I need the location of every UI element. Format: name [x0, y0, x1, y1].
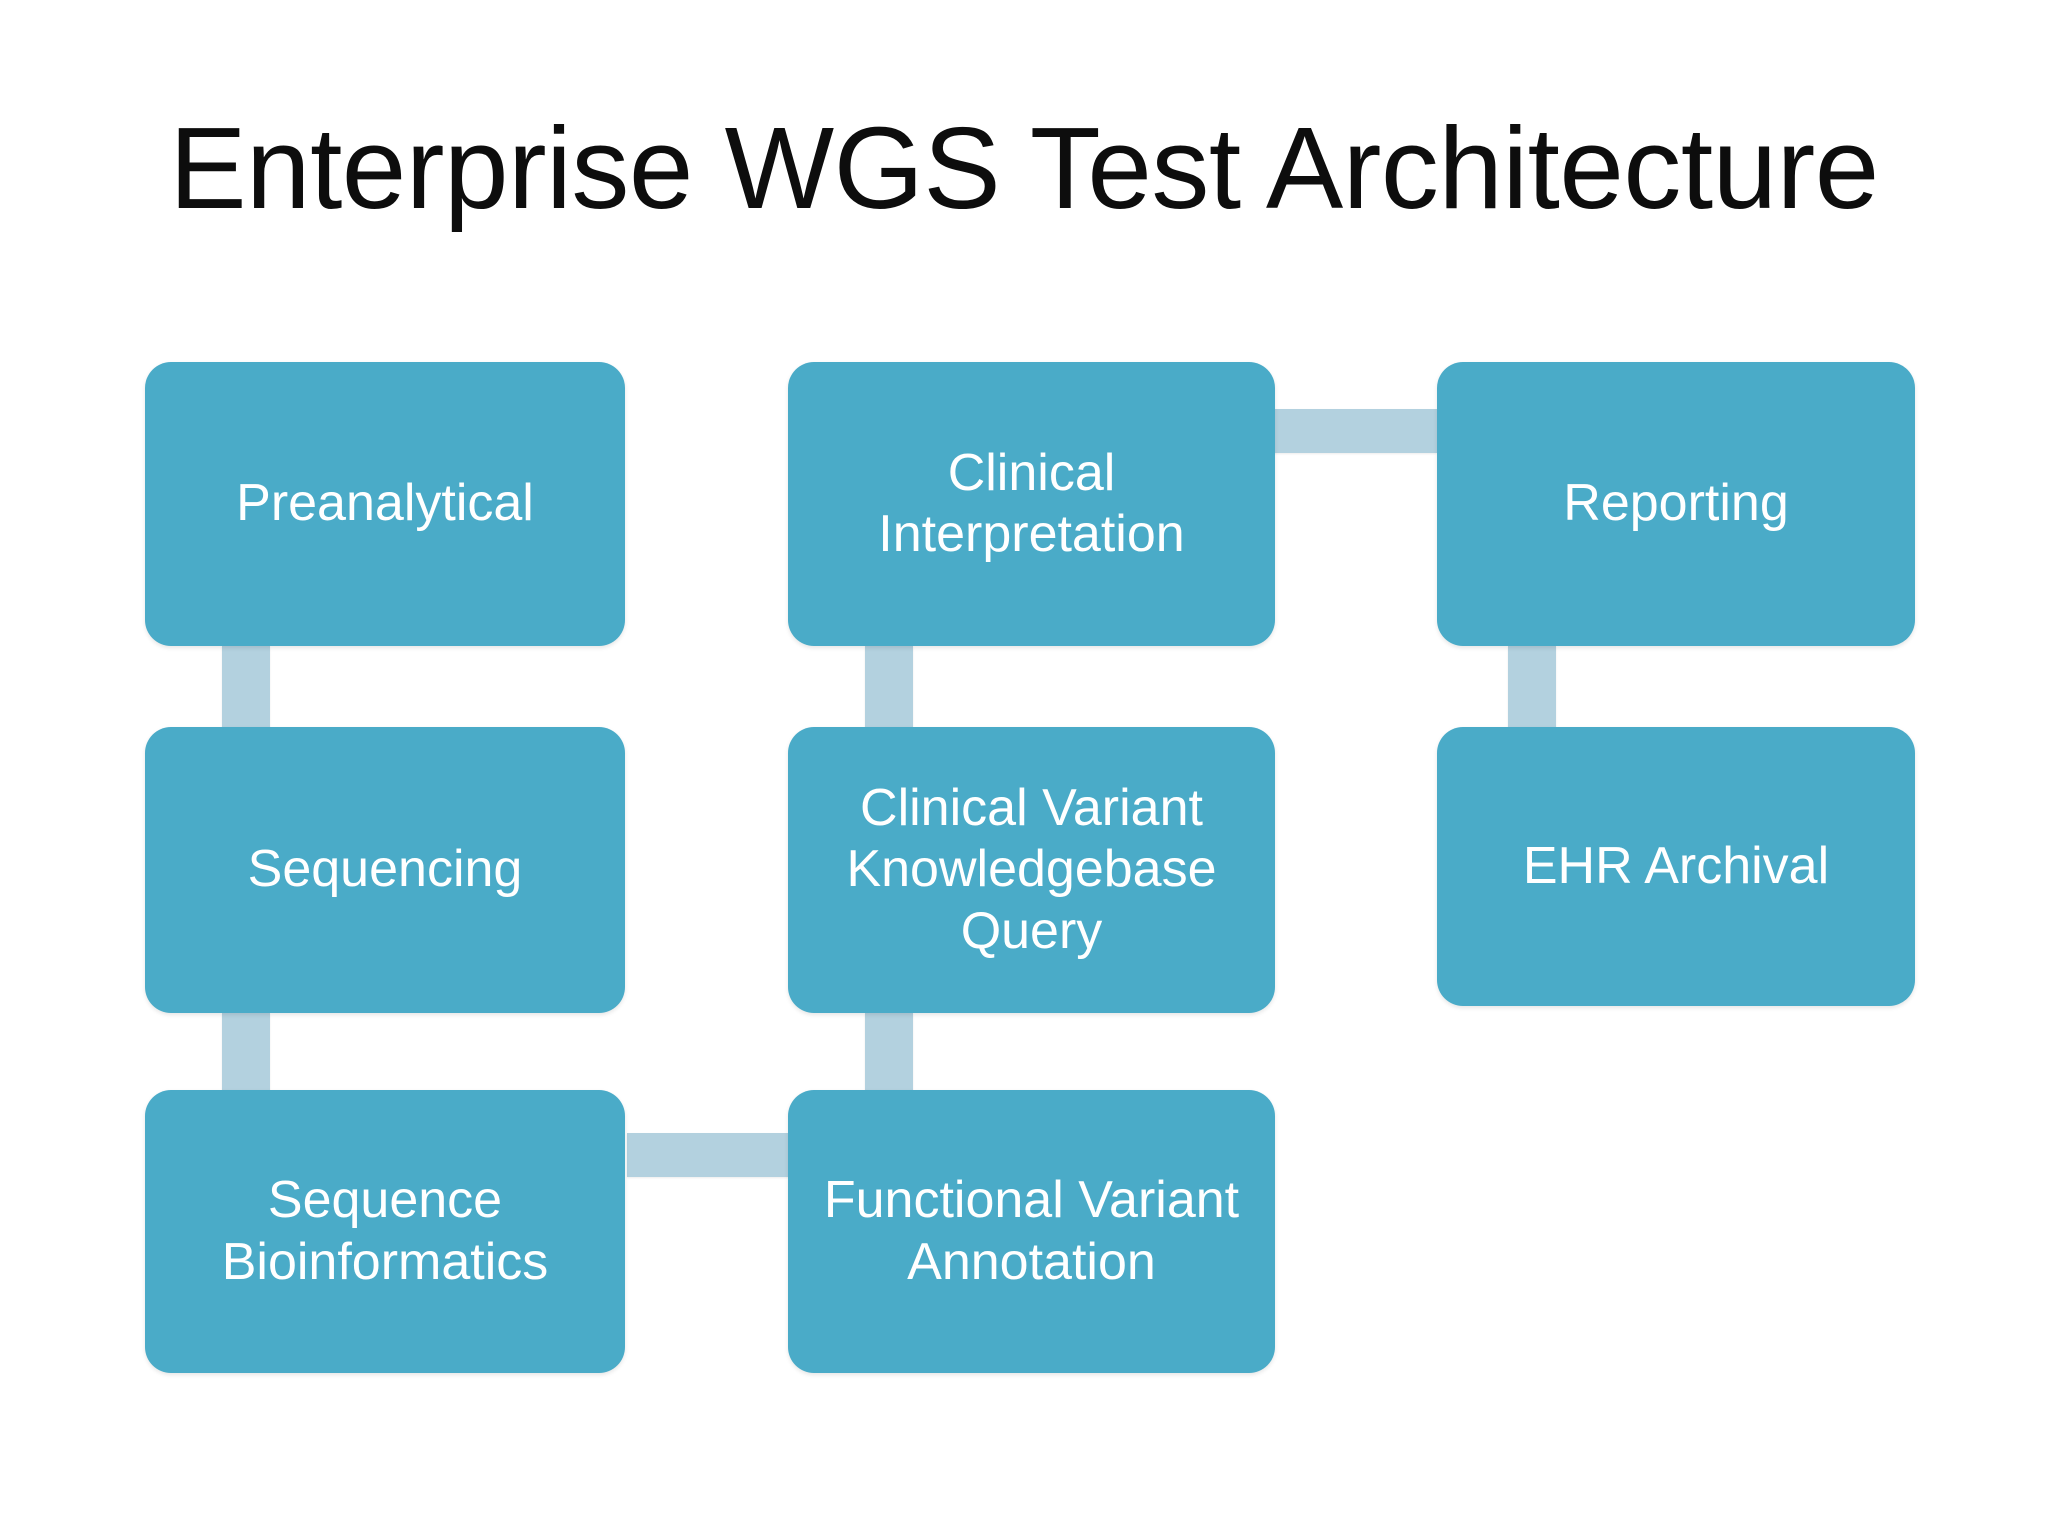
node-label-clinical-variant-knowledgebase-query: Clinical Variant Knowledgebase Query	[846, 778, 1217, 960]
node-label-ehr-archival: EHR Archival	[1522, 836, 1830, 895]
connector-reporting-to-ehr-archival	[1508, 646, 1556, 728]
node-sequencing[interactable]: Sequencing	[145, 727, 625, 1013]
connector-preanalytical-to-sequencing	[222, 646, 270, 728]
node-label-reporting: Reporting	[1563, 474, 1789, 533]
node-label-sequence-bioinformatics: Sequence Bioinformatics	[221, 1171, 549, 1291]
node-label-clinical-interpretation: Clinical Interpretation	[878, 443, 1185, 563]
connector-functional-variant-annotation-to-clinical-variant-knowledgebase-query	[865, 1013, 913, 1091]
connector-clinical-variant-knowledgebase-query-to-clinical-interpretation	[865, 646, 913, 728]
node-functional-variant-annotation[interactable]: Functional Variant Annotation	[788, 1090, 1275, 1373]
connector-clinical-interpretation-to-reporting	[1272, 409, 1437, 453]
node-label-sequencing: Sequencing	[247, 840, 523, 899]
node-preanalytical[interactable]: Preanalytical	[145, 362, 625, 646]
node-label-preanalytical: Preanalytical	[236, 474, 534, 533]
connector-sequence-bioinformatics-to-functional-variant-annotation	[627, 1133, 792, 1177]
node-clinical-interpretation[interactable]: Clinical Interpretation	[788, 362, 1275, 646]
node-label-functional-variant-annotation: Functional Variant Annotation	[823, 1171, 1240, 1291]
node-sequence-bioinformatics[interactable]: Sequence Bioinformatics	[145, 1090, 625, 1373]
node-reporting[interactable]: Reporting	[1437, 362, 1915, 646]
node-ehr-archival[interactable]: EHR Archival	[1437, 727, 1915, 1006]
connector-sequencing-to-sequence-bioinformatics	[222, 1013, 270, 1091]
page-title: Enterprise WGS Test Architecture	[169, 103, 1879, 233]
node-clinical-variant-knowledgebase-query[interactable]: Clinical Variant Knowledgebase Query	[788, 727, 1275, 1013]
